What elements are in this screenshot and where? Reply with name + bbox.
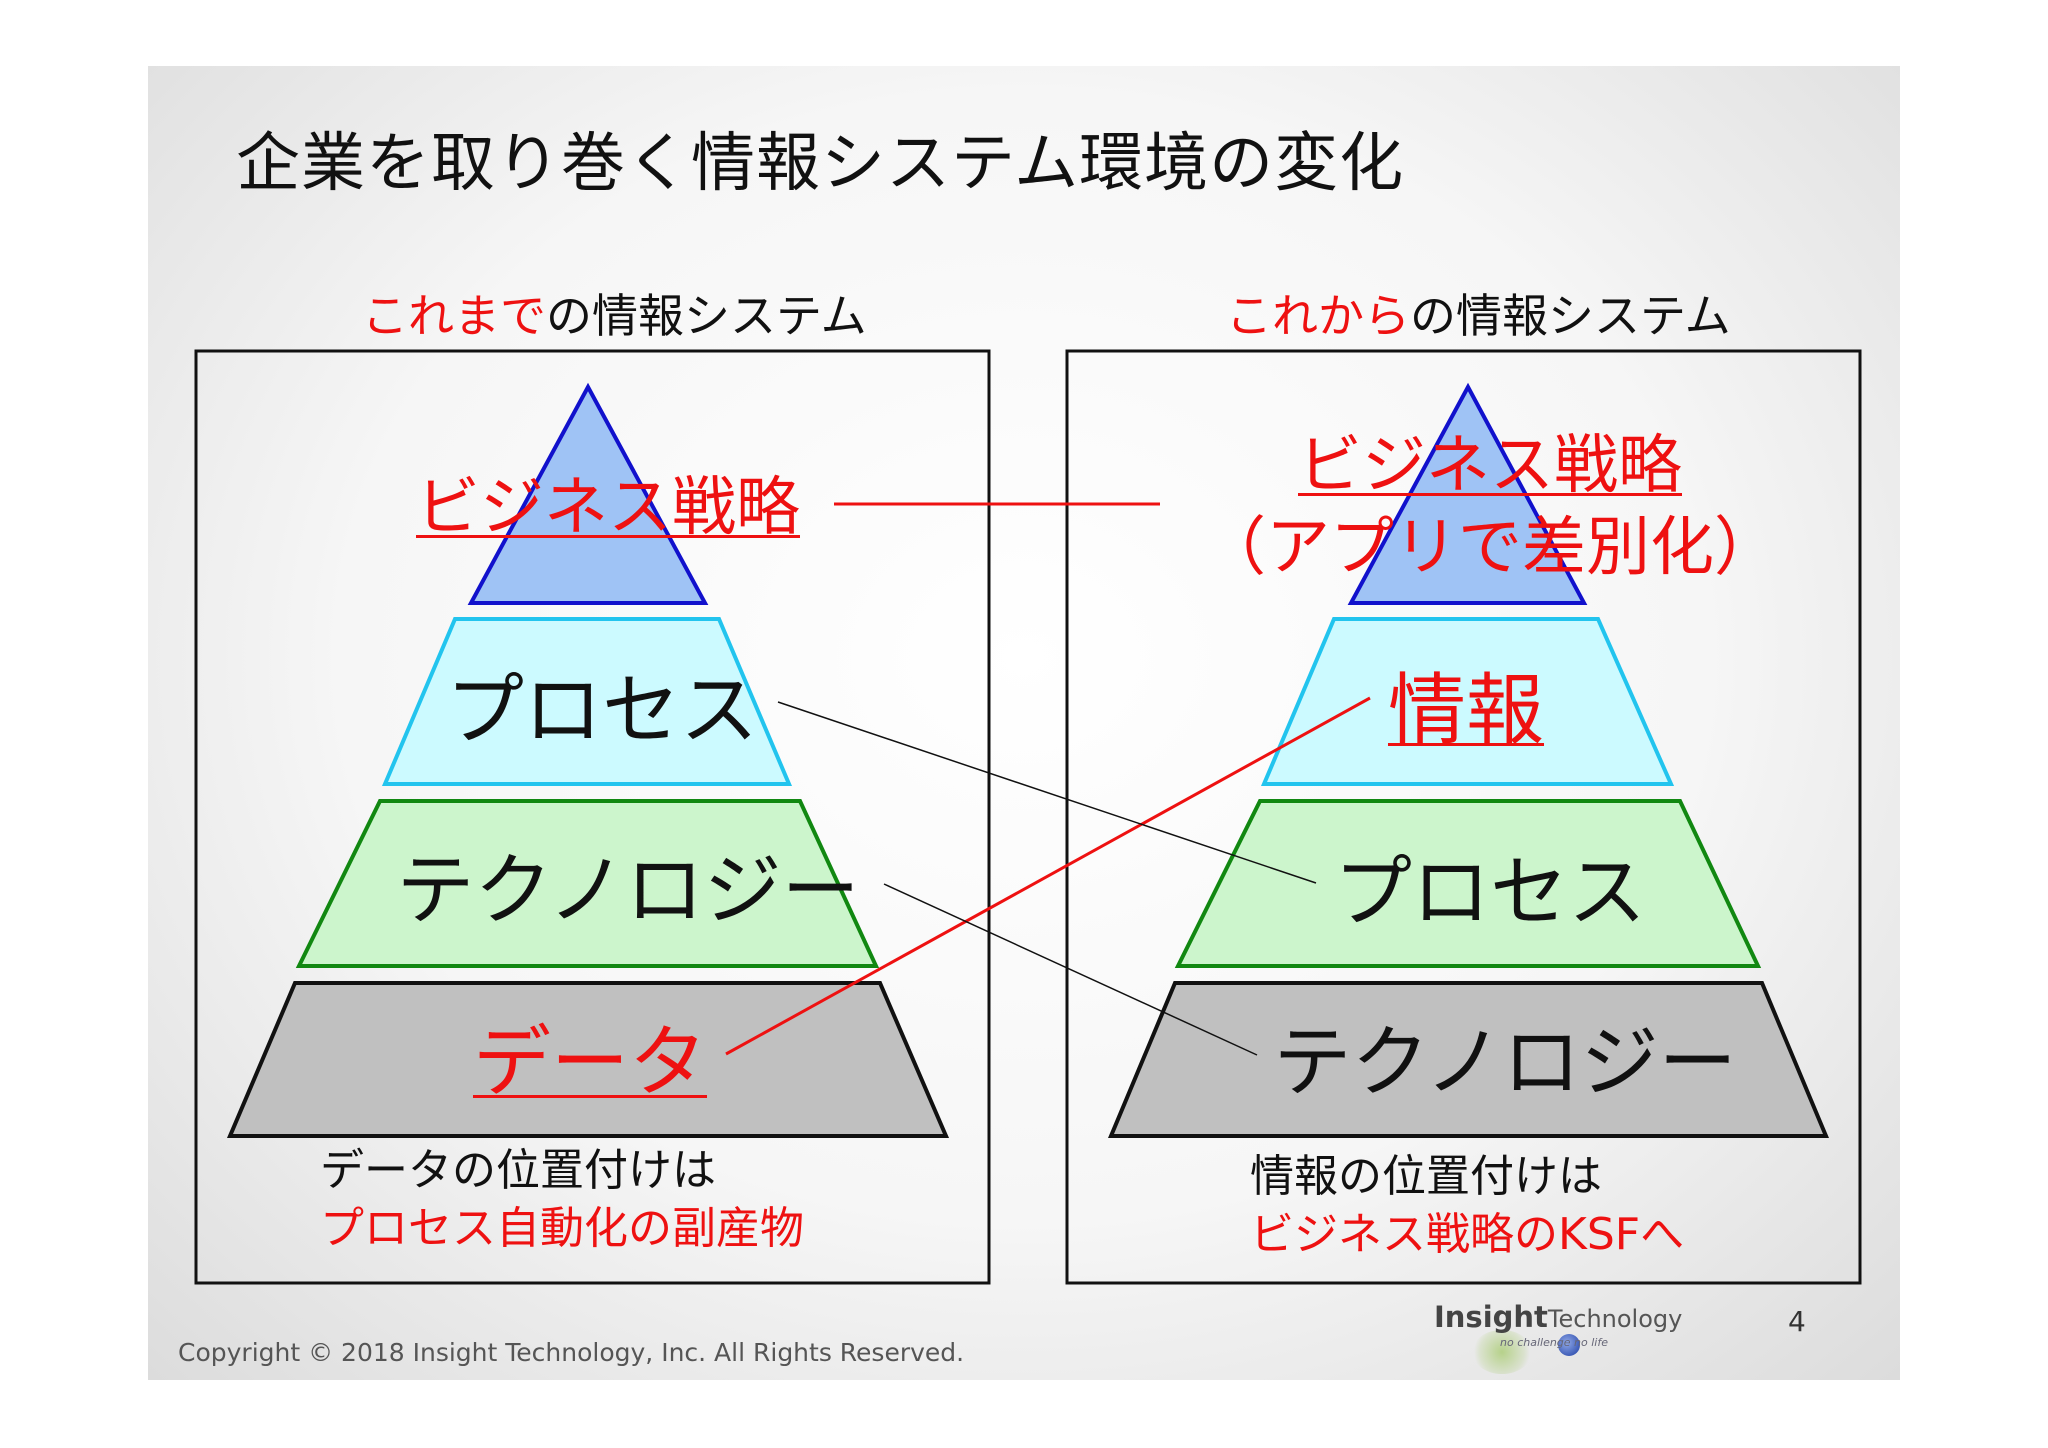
logo-dot: [1558, 1334, 1580, 1356]
left-layer-1-shape: [467, 382, 709, 605]
right-heading-rest: の情報システム: [1410, 289, 1731, 343]
left-note-line1: データの位置付けは: [320, 1145, 716, 1196]
left-layer-2-shape: [381, 617, 793, 786]
logo-glow: [1472, 1330, 1532, 1374]
left-note-line2: プロセス自動化の副産物: [320, 1203, 804, 1254]
right-layer-3-label: プロセス: [1333, 848, 1647, 938]
logo-brand-bold: Insight: [1434, 1300, 1548, 1334]
right-note-line2: ビジネス戦略のKSFへ: [1250, 1209, 1685, 1260]
connector-process: [777, 701, 1317, 884]
left-panel-frame: [194, 349, 991, 1285]
right-layer-1-label: ビジネス戦略: [1298, 429, 1682, 503]
copyright-text: Copyright © 2018 Insight Technology, Inc…: [178, 1338, 965, 1367]
right-panel-frame: [1065, 349, 1862, 1285]
right-layer-4-shape: [1107, 981, 1830, 1138]
right-layer-1-shape: [1347, 382, 1588, 605]
logo-tagline: no challenge no life: [1500, 1336, 1609, 1349]
left-heading-highlight: これまで: [362, 289, 546, 343]
right-layer-2-shape: [1260, 617, 1675, 786]
right-heading-highlight: これから: [1226, 289, 1410, 343]
left-layer-4-label: データ: [472, 1018, 708, 1108]
slide-title: 企業を取り巻く情報システム環境の変化: [236, 127, 1405, 201]
right-note-line1: 情報の位置付けは: [1250, 1151, 1602, 1202]
left-heading: これまでの情報システム: [362, 280, 867, 346]
connector-data-to-info: [725, 696, 1371, 1056]
connector-technology: [883, 883, 1258, 1056]
right-note: 情報の位置付けは ビジネス戦略のKSFへ: [1250, 1148, 1684, 1264]
left-heading-rest: の情報システム: [546, 289, 867, 343]
logo-brand-rest: Technology: [1547, 1305, 1683, 1333]
right-layer-4-label: テクノロジー: [1273, 1018, 1737, 1108]
left-note: データの位置付けは プロセス自動化の副産物: [320, 1142, 804, 1258]
logo-brand: InsightTechnology: [1434, 1300, 1682, 1334]
right-layer-2-label: 情報: [1387, 666, 1545, 756]
right-layer-3-shape: [1174, 799, 1762, 968]
left-layer-3-label: テクノロジー: [396, 846, 860, 936]
left-layer-1-label: ビジネス戦略: [416, 471, 800, 545]
left-layer-3-shape: [295, 799, 880, 968]
right-layer-1-sublabel: （アプリで差別化）: [1202, 511, 1778, 585]
left-layer-4-shape: [226, 981, 950, 1138]
right-heading: これからの情報システム: [1226, 280, 1731, 346]
page-number: 4: [1788, 1305, 1806, 1338]
company-logo: InsightTechnology no challenge no life: [1432, 1300, 1682, 1380]
left-layer-2-label: プロセス: [445, 666, 759, 756]
